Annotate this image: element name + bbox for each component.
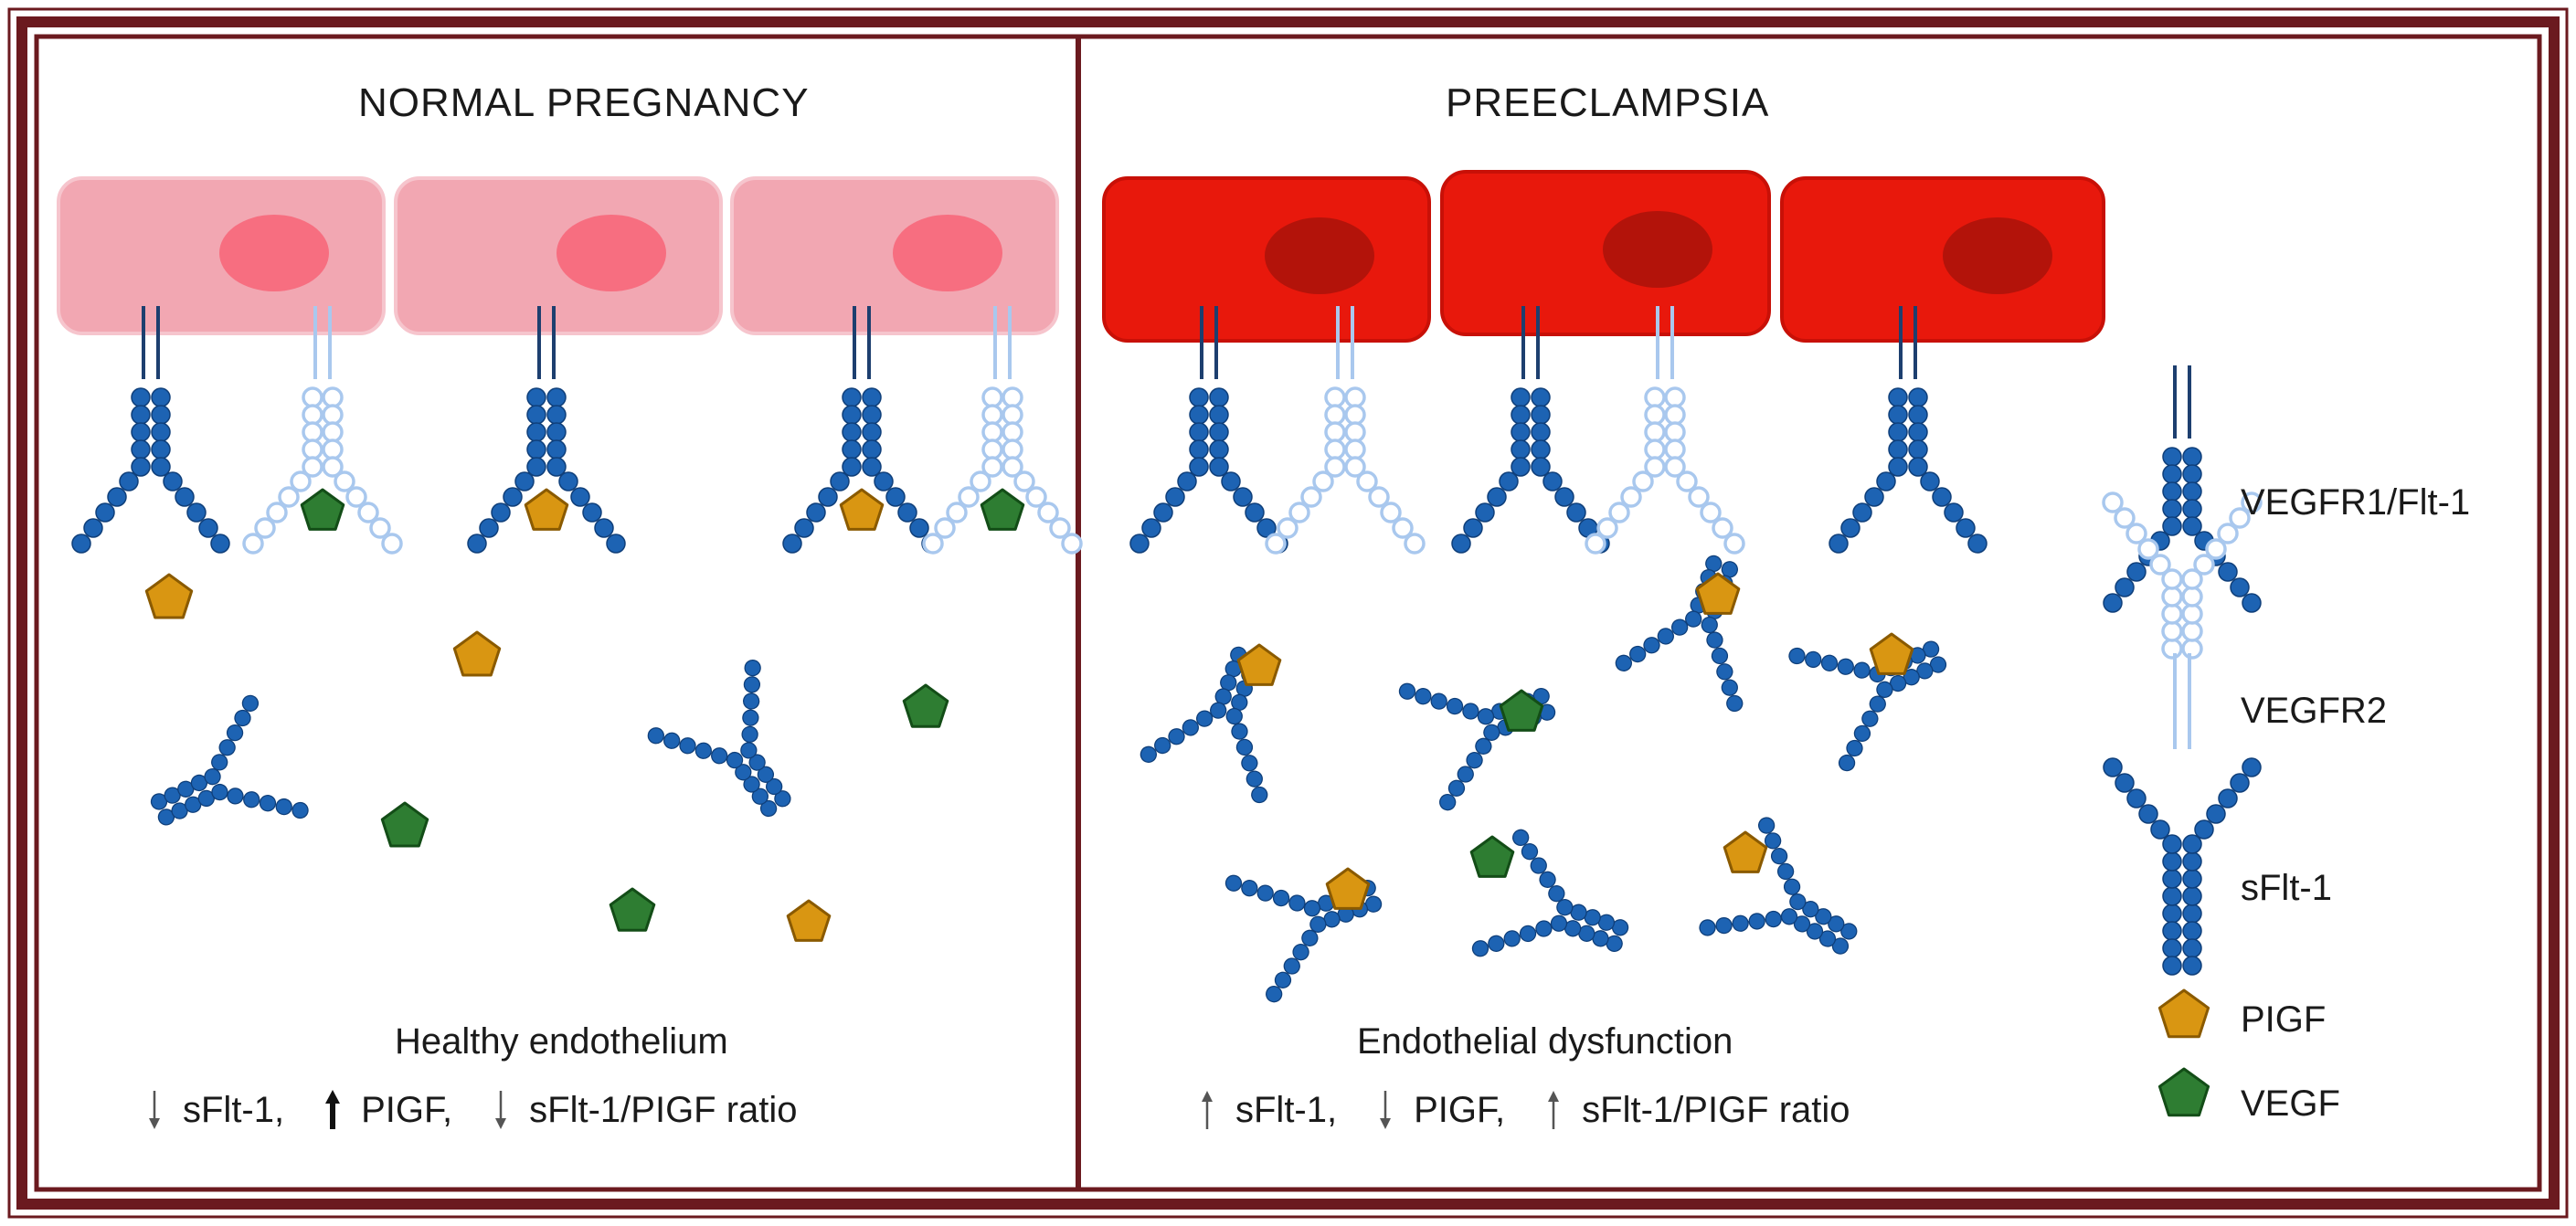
indicator-text: PIGF, xyxy=(1414,1089,1506,1130)
indicator-item: sFlt-1/PIGF ratio xyxy=(493,1089,798,1131)
indicator-text: sFlt-1/PIGF ratio xyxy=(1582,1089,1850,1130)
indicator-text: sFlt-1, xyxy=(183,1089,285,1130)
panel-title-normal: NORMAL PREGNANCY xyxy=(358,80,810,125)
legend-label-pigf: PIGF xyxy=(2241,999,2327,1040)
pigf-pentagon-icon xyxy=(1325,867,1371,910)
indicator-item: sFlt-1, xyxy=(146,1089,284,1131)
pigf-pentagon-icon xyxy=(2157,988,2210,1039)
down-arrow-icon xyxy=(149,1091,160,1129)
pigf-pentagon-icon xyxy=(839,488,885,531)
indicators-preeclampsia: sFlt-1, PIGF, sFlt-1/PIGF ratio xyxy=(1199,1089,1850,1131)
sflt1-icon xyxy=(1615,555,1744,713)
up-arrow-icon xyxy=(1202,1091,1213,1129)
vegfr2-receptor-icon xyxy=(2102,491,2263,749)
nucleus-normal xyxy=(893,215,1002,291)
vegfr1-receptor-icon xyxy=(1129,306,1288,554)
indicator-text: PIGF, xyxy=(361,1089,453,1130)
indicator-item: PIGF, xyxy=(1377,1089,1505,1131)
caption-normal: Healthy endothelium xyxy=(395,1021,728,1062)
vegf-pentagon-icon xyxy=(980,488,1025,531)
vegf-pentagon-icon xyxy=(380,801,429,848)
pigf-pentagon-icon xyxy=(144,573,194,619)
vegfr2-receptor-icon xyxy=(242,306,403,555)
down-arrow-icon xyxy=(495,1091,507,1129)
pigf-pentagon-icon xyxy=(524,488,569,531)
vegfr1-receptor-icon xyxy=(467,306,626,554)
vegf-pentagon-icon xyxy=(609,887,656,932)
vegf-pentagon-icon xyxy=(902,683,949,728)
sflt1-icon xyxy=(2103,757,2262,976)
nucleus-preeclampsia xyxy=(1943,217,2052,294)
up-arrow-icon xyxy=(325,1090,341,1129)
sflt1-icon xyxy=(150,694,309,826)
vegfr2-receptor-icon xyxy=(1585,306,1745,555)
vegf-pentagon-icon xyxy=(2157,1067,2210,1117)
pigf-pentagon-icon xyxy=(1695,572,1741,615)
pigf-pentagon-icon xyxy=(1723,830,1768,873)
indicator-item: sFlt-1/PIGF ratio xyxy=(1545,1089,1850,1131)
vegf-pentagon-icon xyxy=(300,488,345,531)
pigf-pentagon-icon xyxy=(786,899,832,942)
caption-preeclampsia: Endothelial dysfunction xyxy=(1357,1021,1733,1062)
vegfr2-receptor-icon xyxy=(922,306,1083,555)
pigf-pentagon-icon xyxy=(452,630,502,677)
nucleus-preeclampsia xyxy=(1603,211,1712,288)
vegfr1-receptor-icon xyxy=(71,306,230,554)
panel-title-preeclampsia: PREECLAMPSIA xyxy=(1446,80,1770,125)
legend-label-vegf: VEGF xyxy=(2241,1083,2340,1124)
endothelial-cell-preeclampsia xyxy=(1780,176,2105,343)
sflt1-icon xyxy=(1699,817,1858,955)
indicator-item: PIGF, xyxy=(324,1089,452,1131)
indicators-normal: sFlt-1, PIGF, sFlt-1/PIGF ratio xyxy=(146,1089,798,1131)
down-arrow-icon xyxy=(1380,1091,1392,1129)
sflt1-icon xyxy=(1471,829,1629,957)
pigf-pentagon-icon xyxy=(1236,643,1282,686)
up-arrow-icon xyxy=(1548,1091,1560,1129)
legend-label-vegfr2: VEGFR2 xyxy=(2241,691,2388,731)
indicator-text: sFlt-1, xyxy=(1235,1089,1338,1130)
nucleus-normal xyxy=(219,215,329,291)
indicator-item: sFlt-1, xyxy=(1199,1089,1337,1131)
nucleus-preeclampsia xyxy=(1265,217,1374,294)
indicator-text: sFlt-1/PIGF ratio xyxy=(529,1089,798,1130)
vegf-pentagon-icon xyxy=(1469,835,1515,878)
vegf-pentagon-icon xyxy=(1499,689,1544,732)
vegfr2-receptor-icon xyxy=(1265,306,1426,555)
vegfr1-receptor-icon xyxy=(1829,306,1988,554)
pigf-pentagon-icon xyxy=(1869,632,1914,675)
sflt1-icon xyxy=(647,660,791,818)
nucleus-normal xyxy=(557,215,666,291)
legend-label-sflt1: sFlt-1 xyxy=(2241,868,2332,908)
legend-label-vegfr1: VEGFR1/Flt-1 xyxy=(2241,482,2471,523)
